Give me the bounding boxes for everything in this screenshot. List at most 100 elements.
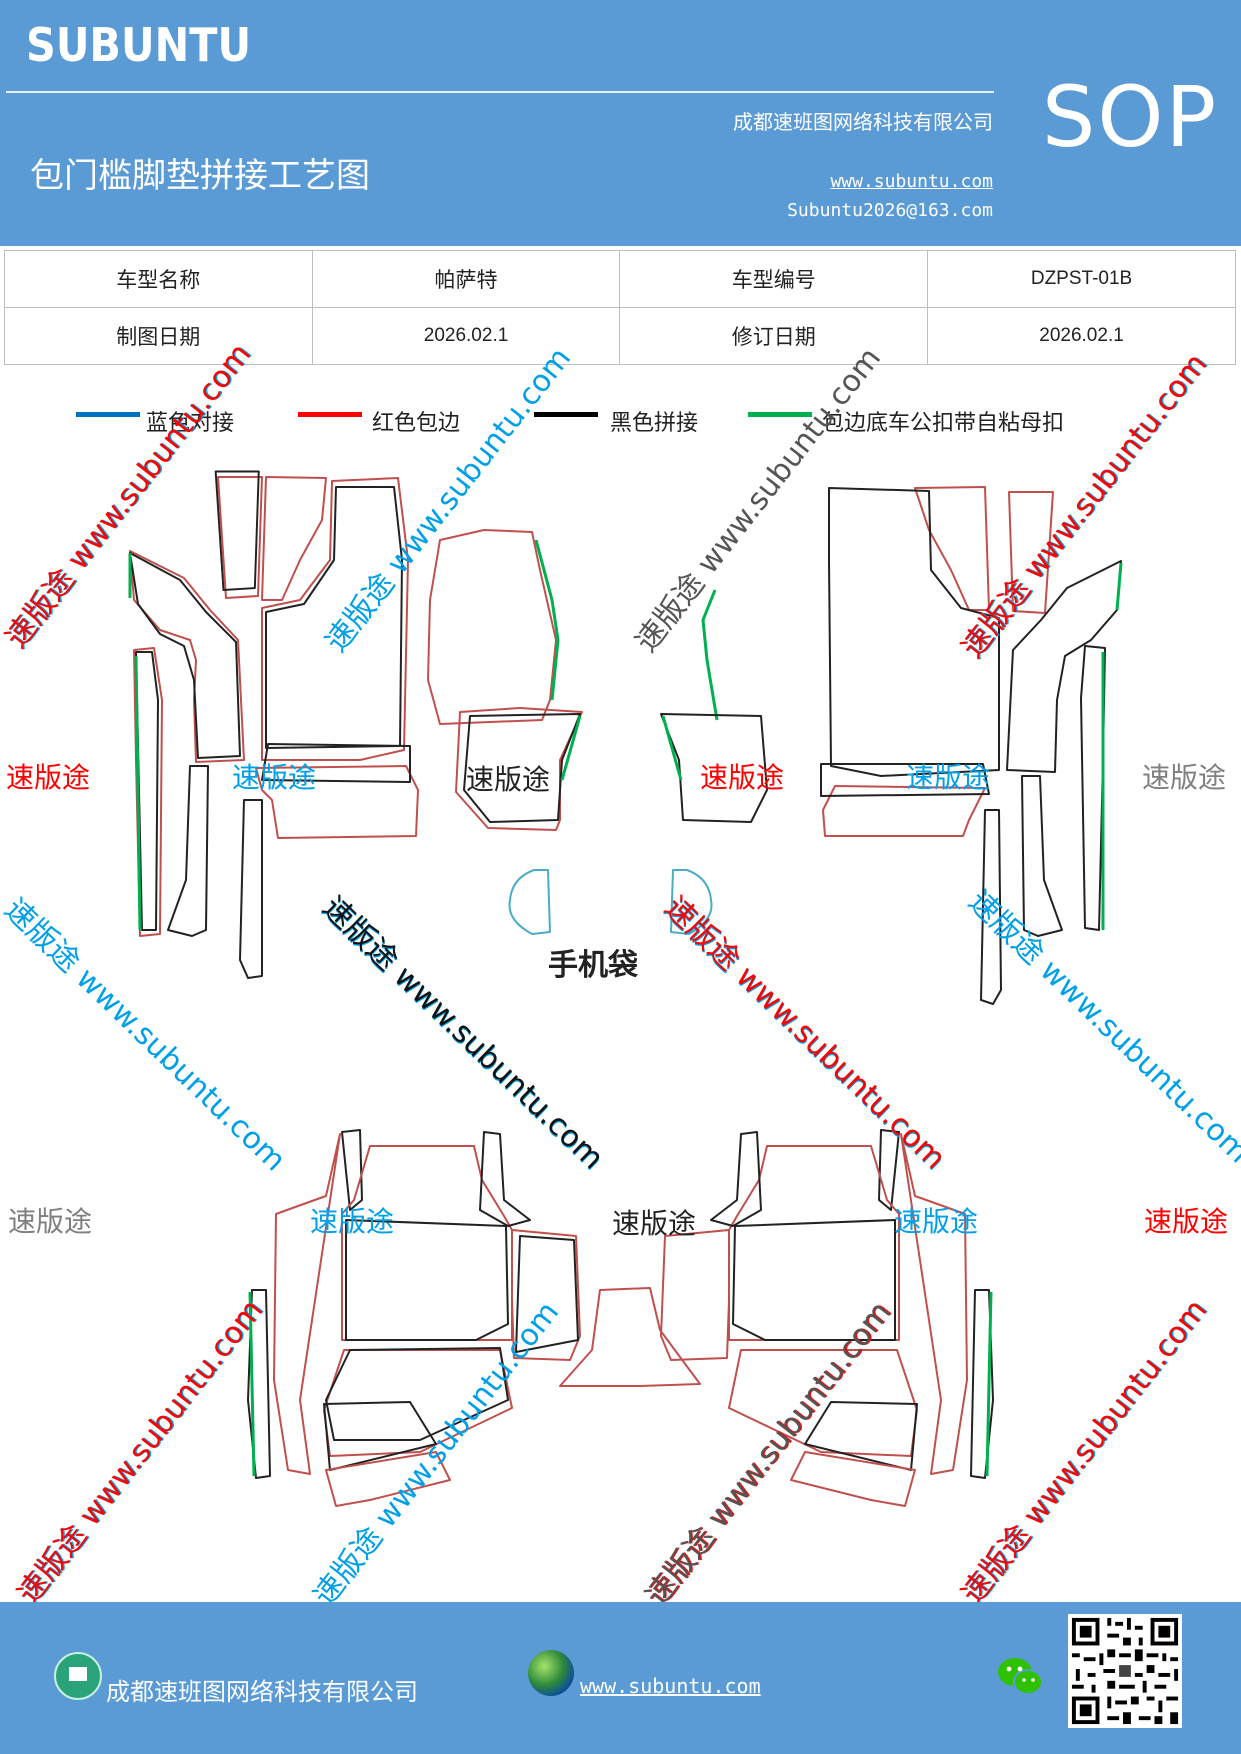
mat-piece [217, 476, 263, 599]
watermark-brand: 速版途 [1142, 761, 1227, 794]
mat-piece [129, 550, 245, 763]
brand-logo: SUBUNTU [26, 18, 252, 72]
watermark-brand: 速版途 [700, 761, 785, 794]
revise-date-value: 2026.02.1 [927, 307, 1236, 365]
mat-piece [820, 763, 990, 797]
mat-piece [560, 715, 582, 781]
header-divider [6, 91, 994, 93]
legend-swatch-blue [76, 412, 140, 417]
globe-icon [528, 1650, 574, 1696]
wechat-icon [998, 1658, 1043, 1695]
draw-date-value: 2026.02.1 [311, 307, 621, 365]
mat-piece [167, 765, 209, 937]
website-link[interactable]: www.subuntu.com [830, 171, 993, 192]
mat-group-rear-right [660, 1129, 994, 1507]
footer: 成都速班图网络科技有限公司 www.subuntu.com [0, 1602, 1241, 1754]
mat-piece [455, 707, 583, 831]
mat-piece [559, 1287, 701, 1387]
table-row: 车型名称 帕萨特 车型编号 DZPST-01B [4, 250, 1236, 308]
mat-piece [660, 713, 768, 823]
legend-label: 红色包边 [372, 411, 461, 436]
watermark-brand: 速版途 [232, 761, 317, 794]
mat-piece [341, 1129, 363, 1211]
watermark-brand: 速版途 [906, 761, 991, 794]
mat-piece [239, 799, 263, 979]
mat-piece [1006, 560, 1122, 773]
company-name: 成都速班图网络科技有限公司 [733, 110, 993, 134]
watermark-brand: 速版途 [894, 1205, 979, 1238]
home-icon [54, 1652, 102, 1700]
model-code-label: 车型编号 [619, 250, 929, 308]
mat-piece [980, 809, 1002, 1005]
phone-bag-label: 手机袋 [548, 948, 638, 983]
mat-diagram [128, 470, 1123, 1507]
mat-piece [247, 1289, 271, 1479]
legend-swatch-red [298, 412, 362, 417]
legend: 蓝色对接 红色包边 黑色拼接 包边底车公扣带自粘母扣 [0, 401, 1241, 441]
page-title: 包门槛脚垫拼接工艺图 [30, 156, 370, 196]
mat-piece [261, 477, 409, 761]
qr-code[interactable] [1068, 1614, 1182, 1728]
legend-label: 黑色拼接 [610, 411, 699, 436]
legend-swatch-black [534, 412, 598, 417]
revise-date-label: 修订日期 [619, 307, 929, 365]
mat-piece [345, 1219, 509, 1341]
mat-piece [248, 1291, 256, 1477]
mat-piece [1008, 491, 1054, 614]
mat-piece [341, 1145, 513, 1341]
mat-piece [701, 589, 719, 721]
mat-piece [255, 765, 419, 839]
mat-piece [985, 1291, 993, 1477]
watermark-brand: 速版途 [6, 761, 91, 794]
mat-piece [265, 486, 403, 749]
mat-piece [790, 1451, 916, 1507]
mat-piece [427, 529, 557, 725]
header-banner: SUBUNTU 成都速班图网络科技有限公司 包门槛脚垫拼接工艺图 www.sub… [0, 0, 1241, 246]
watermark-brand: 速版途 [1144, 1205, 1229, 1238]
watermark-brand: 速版途 [466, 763, 551, 796]
mat-piece [878, 1129, 900, 1211]
mat-group-front-left [128, 470, 583, 979]
mat-group-front-right [660, 486, 1123, 1005]
mat-piece [129, 552, 241, 759]
mat-piece [1021, 775, 1063, 937]
mat-piece [261, 476, 327, 601]
mat-piece [515, 1235, 579, 1353]
mat-piece [661, 715, 683, 781]
legend-label: 包边底车公扣带自粘母扣 [822, 411, 1065, 436]
phone-pocket [670, 869, 713, 935]
footer-company: 成都速班图网络科技有限公司 [106, 1678, 418, 1706]
mat-piece [900, 1133, 968, 1475]
mat-piece [479, 1131, 531, 1227]
watermark-brand: 速版途 [612, 1207, 697, 1240]
mat-piece [323, 1401, 437, 1471]
model-code-value: DZPST-01B [927, 250, 1236, 308]
info-table: 车型名称 帕萨特 车型编号 DZPST-01B 制图日期 2026.02.1 修… [4, 250, 1236, 365]
phone-pocket [508, 869, 551, 935]
draw-date-label: 制图日期 [4, 307, 313, 365]
table-row: 制图日期 2026.02.1 修订日期 2026.02.1 [4, 307, 1236, 365]
mat-piece [214, 470, 260, 592]
footer-website-link[interactable]: www.subuntu.com [580, 1674, 761, 1698]
mat-piece [135, 651, 159, 931]
mat-piece [133, 647, 163, 937]
mat-piece [804, 1401, 918, 1471]
mat-piece [732, 1219, 896, 1341]
legend-swatch-green [748, 412, 812, 417]
mat-piece [134, 655, 142, 931]
watermark-brand: 速版途 [8, 1205, 93, 1238]
mat-piece [1080, 645, 1106, 931]
mat-piece [463, 713, 581, 823]
mat-piece [534, 539, 560, 701]
mat-piece [325, 1451, 451, 1507]
mat-piece [273, 1133, 341, 1475]
mat-piece [822, 785, 986, 837]
legend-label: 蓝色对接 [146, 411, 235, 436]
mat-piece [660, 1229, 730, 1361]
mat-piece [710, 1131, 762, 1227]
email-address: Subuntu2026@163.com [787, 200, 993, 221]
mat-group-rear-left [247, 1129, 701, 1507]
mat-piece [261, 743, 411, 783]
mat-piece [828, 487, 1000, 777]
mat-piece [728, 1145, 900, 1341]
